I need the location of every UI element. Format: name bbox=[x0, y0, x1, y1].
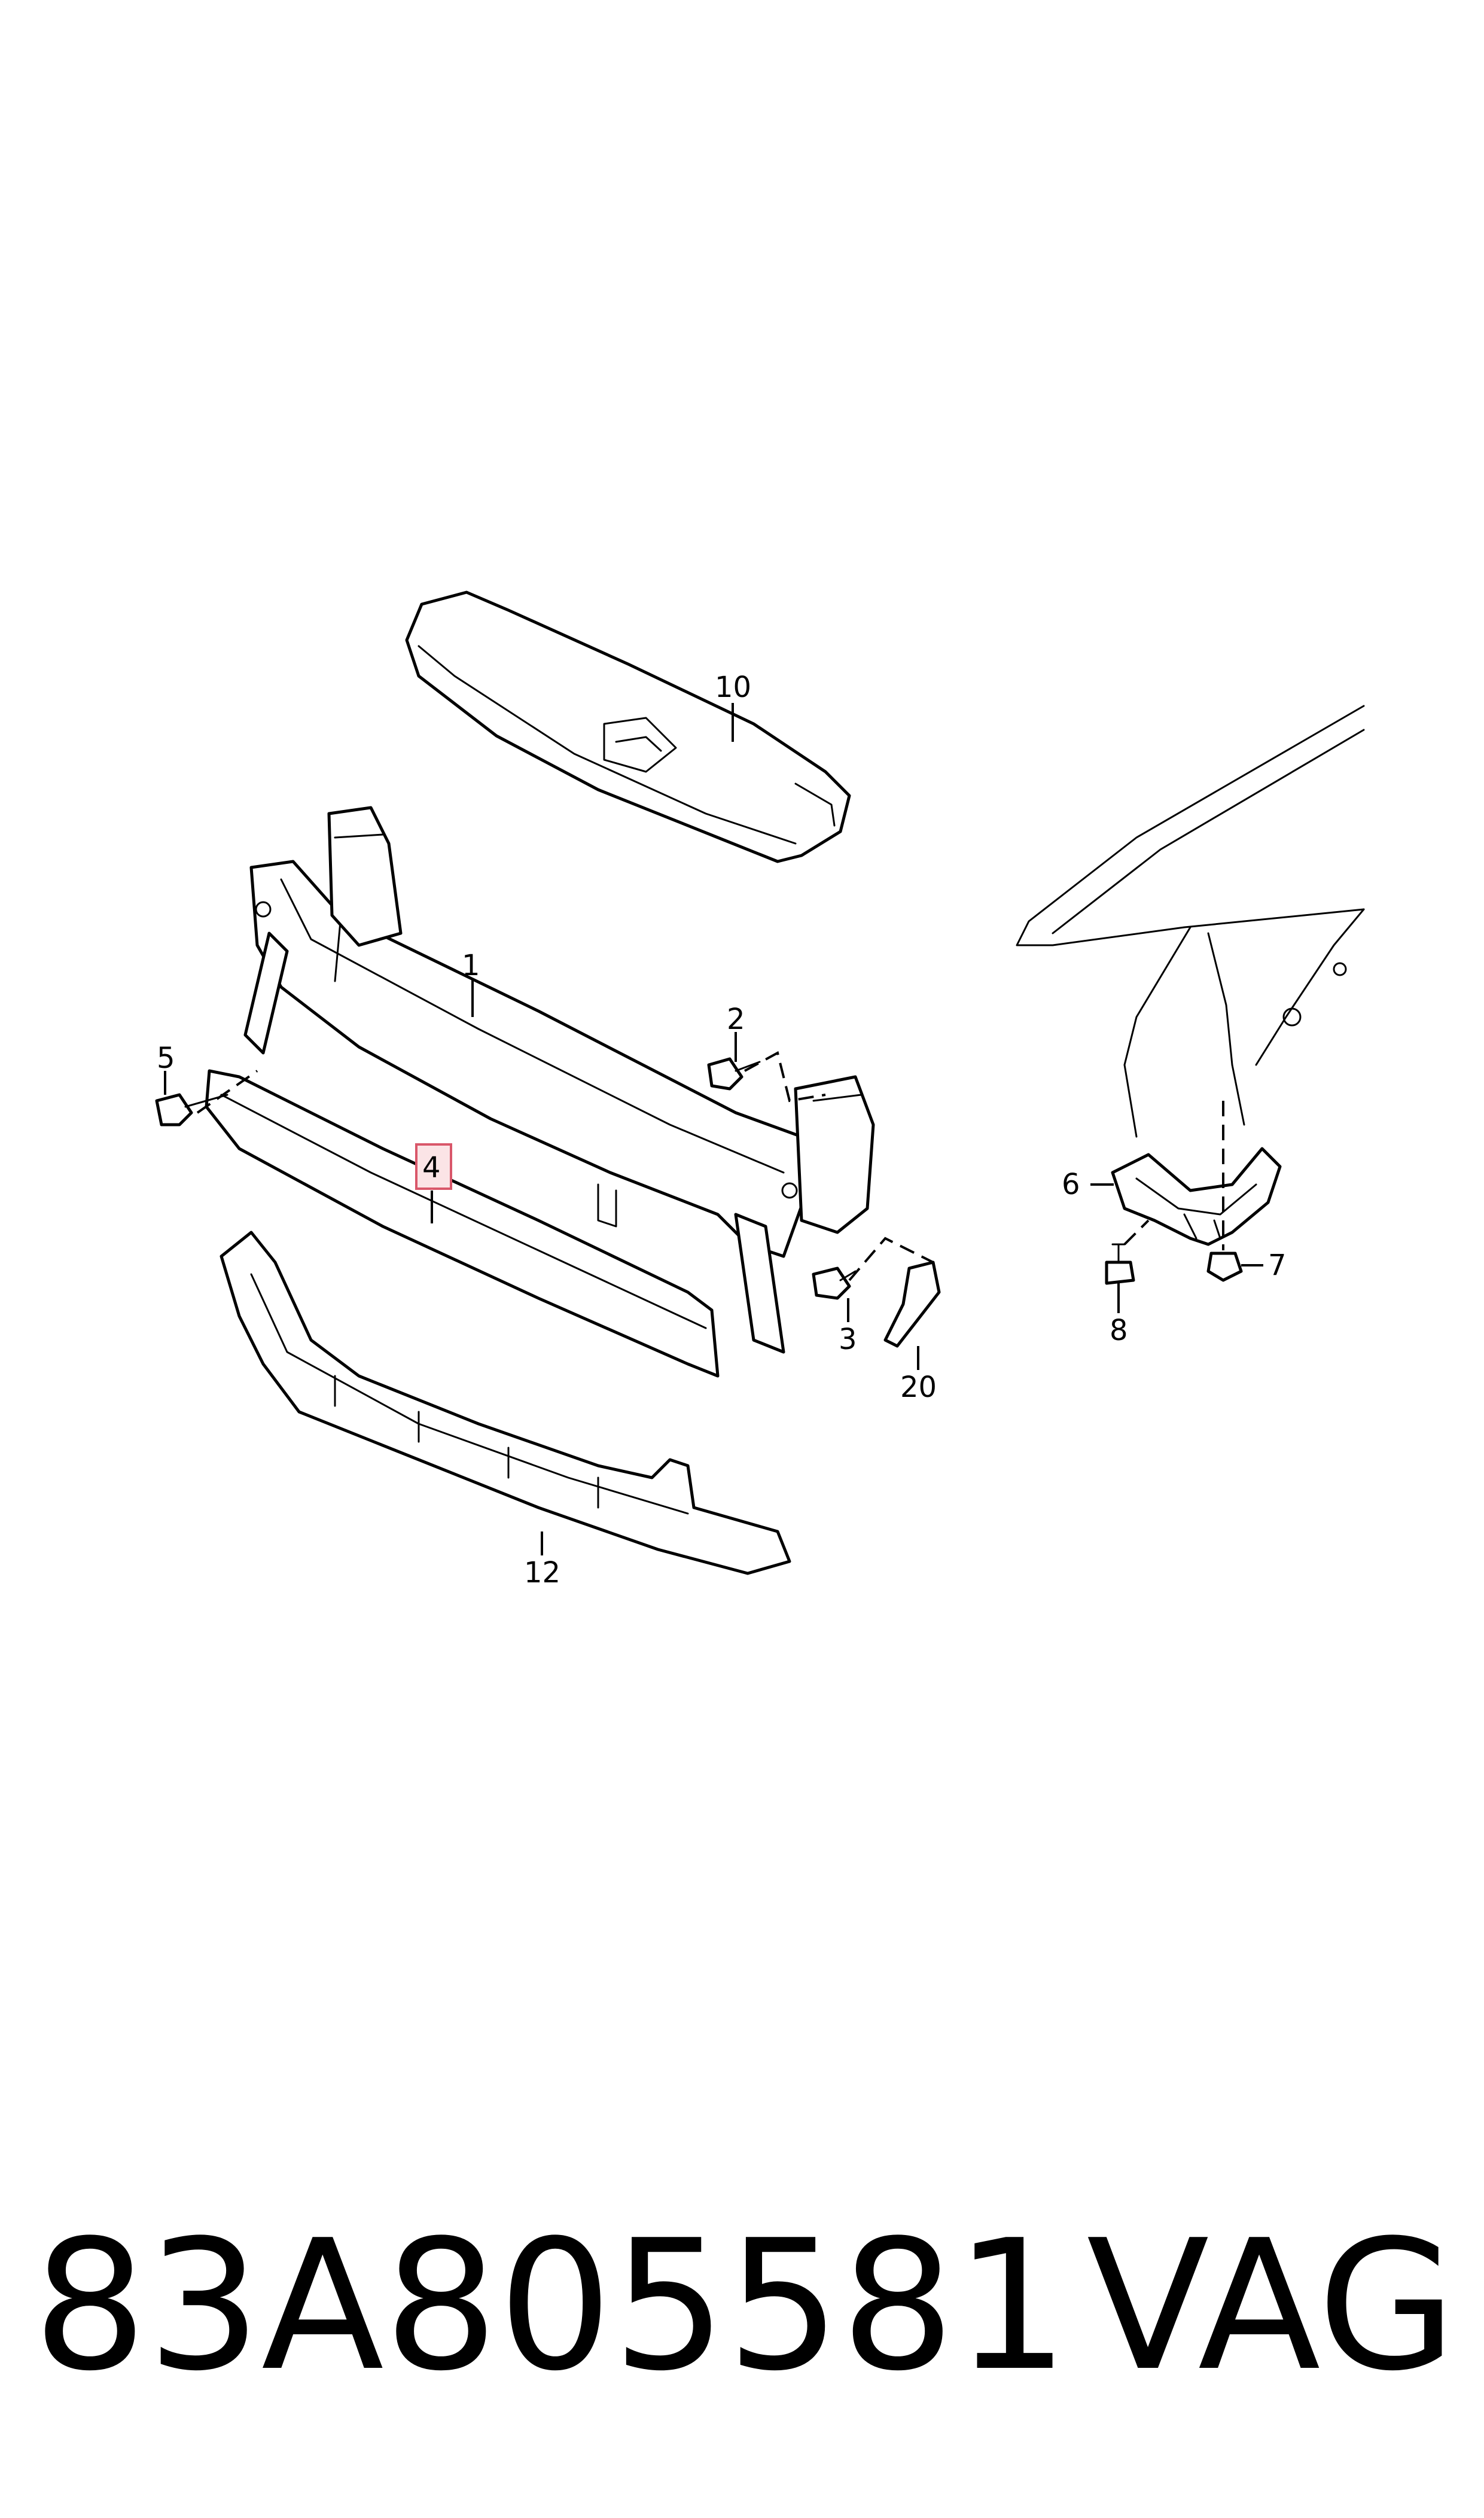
callout-20[interactable]: 20 bbox=[900, 1371, 937, 1404]
brand-label: VAG bbox=[1086, 2202, 1456, 2410]
callout-12[interactable]: 12 bbox=[524, 1556, 560, 1590]
callout-7[interactable]: 7 bbox=[1268, 1249, 1287, 1282]
assembly-line-2 bbox=[744, 1051, 826, 1103]
callout-8[interactable]: 8 bbox=[1110, 1314, 1128, 1347]
part-4-trim-strip bbox=[205, 1069, 720, 1378]
part-10-upper-cover bbox=[405, 590, 851, 863]
callout-6[interactable]: 6 bbox=[1062, 1168, 1080, 1201]
part-6-fender-bracket bbox=[1111, 1147, 1282, 1246]
callout-4[interactable]: 4 bbox=[422, 1151, 441, 1185]
callout-3[interactable]: 3 bbox=[839, 1323, 857, 1356]
assembly-line-8 bbox=[1123, 1219, 1150, 1246]
fender bbox=[1016, 705, 1365, 1138]
part-1-bumper-carrier bbox=[243, 806, 875, 1354]
part-8-bolt bbox=[1105, 1243, 1135, 1285]
callout-2[interactable]: 2 bbox=[727, 1003, 745, 1036]
callout-5[interactable]: 5 bbox=[157, 1042, 175, 1075]
assembly-line-5 bbox=[196, 1070, 258, 1114]
callout-10[interactable]: 10 bbox=[715, 671, 751, 704]
assembly-line-3 bbox=[848, 1237, 934, 1281]
part-7-nut bbox=[1206, 1252, 1243, 1282]
part-3-nut bbox=[812, 1266, 857, 1300]
callout-1[interactable]: 1 bbox=[462, 949, 480, 982]
part-12-energy-absorber bbox=[220, 1231, 791, 1575]
part-2-screw bbox=[707, 1057, 761, 1091]
part-number: 83A805581 bbox=[33, 2202, 1069, 2410]
part-20-bracket bbox=[883, 1260, 941, 1348]
callout-4-highlight bbox=[415, 1143, 452, 1190]
caption-bar: 83A805581 VAG bbox=[33, 2208, 1456, 2405]
